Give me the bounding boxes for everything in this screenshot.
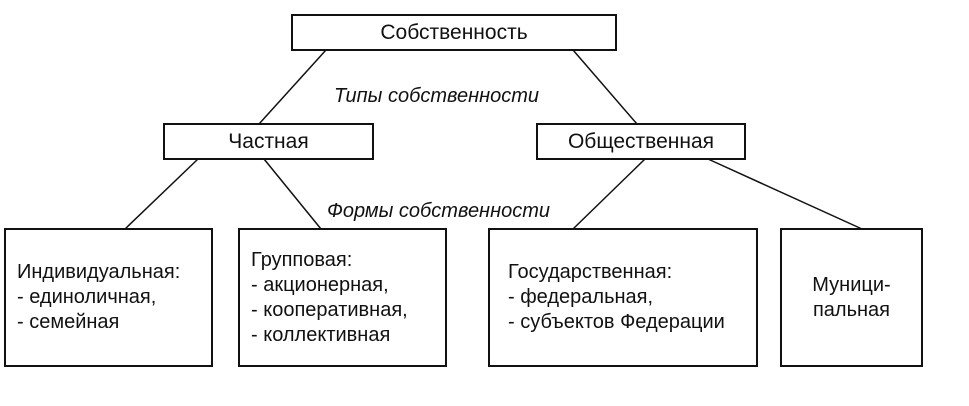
node-individual: Индивидуальная: единоличная, семейная	[4, 228, 213, 367]
node-municipal-line-2: пальная	[812, 298, 891, 321]
connector-private-individual	[124, 158, 199, 230]
node-group-title: Групповая:	[251, 248, 353, 271]
list-item: коллективная	[251, 323, 445, 348]
connector-public-state	[572, 158, 646, 230]
node-group: Групповая: акционерная, кооперативная, к…	[238, 228, 447, 367]
connector-private-group	[263, 158, 322, 230]
list-item: субъектов Федерации	[508, 310, 756, 335]
list-item: акционерная,	[251, 273, 445, 298]
list-item: единоличная,	[17, 285, 211, 310]
node-ownership-label: Собственность	[380, 20, 528, 44]
connector-root-public	[572, 49, 638, 125]
node-state-title: Государственная:	[508, 261, 673, 283]
node-municipal: Муници- пальная	[780, 228, 923, 367]
connector-root-private	[258, 49, 327, 125]
list-item: кооперативная,	[251, 298, 445, 323]
node-public-label: Общественная	[567, 129, 715, 153]
node-private: Частная	[163, 123, 374, 160]
connector-public-municipal	[707, 158, 863, 230]
node-group-list: акционерная, кооперативная, коллективная	[251, 273, 445, 348]
node-individual-list: единоличная, семейная	[17, 285, 211, 335]
label-forms-of-ownership: Формы собственности	[324, 200, 553, 223]
list-item: федеральная,	[508, 285, 756, 310]
node-ownership: Собственность	[291, 14, 617, 51]
node-individual-title: Индивидуальная:	[17, 261, 181, 283]
list-item: семейная	[17, 310, 211, 335]
node-public: Общественная	[536, 123, 746, 160]
node-state-list: федеральная, субъектов Федерации	[508, 285, 756, 335]
node-state: Государственная: федеральная, субъектов …	[488, 228, 758, 367]
node-private-label: Частная	[228, 129, 309, 153]
node-municipal-line-1: Муници-	[812, 273, 891, 296]
label-types-of-ownership: Типы собственности	[331, 85, 543, 108]
